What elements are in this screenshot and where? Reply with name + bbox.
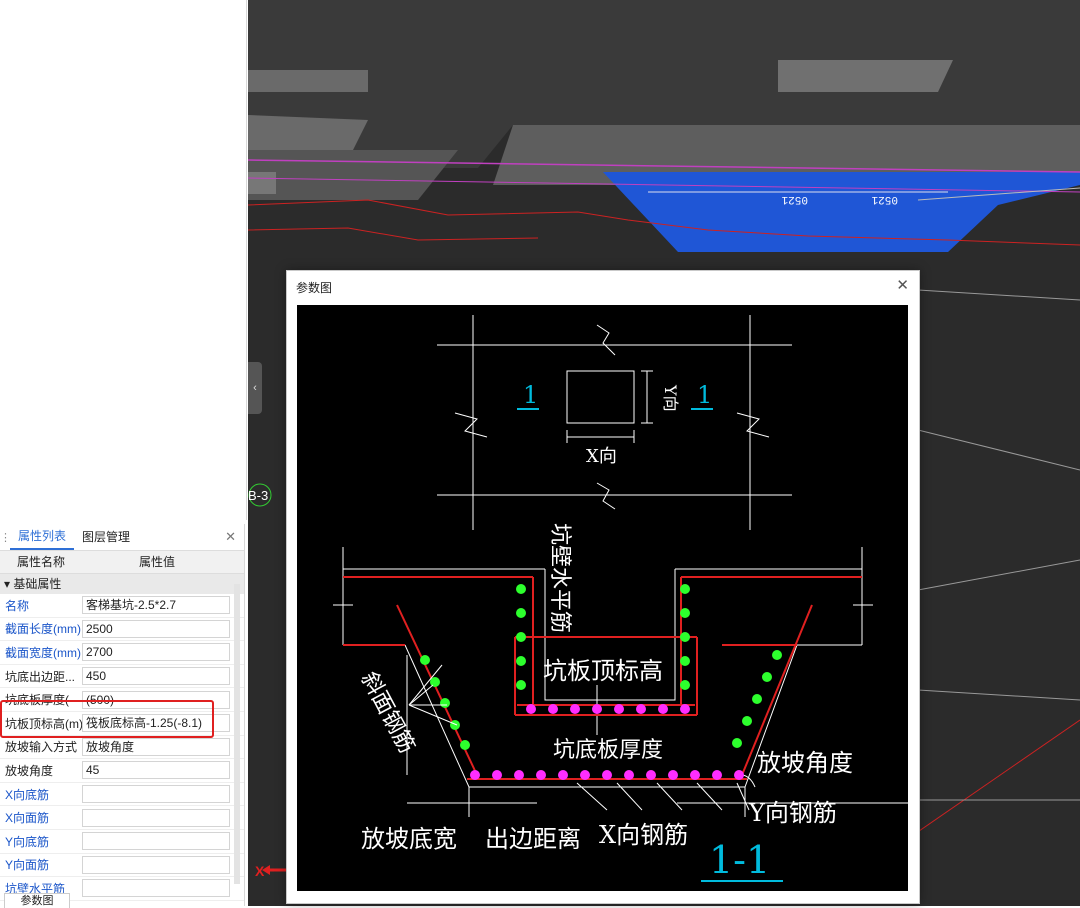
- property-name: 截面长度(mm): [5, 622, 81, 637]
- viewport-scene: 0521 0521 B-3 X: [248, 0, 1080, 881]
- slope-width-label: 放坡底宽: [361, 825, 457, 853]
- property-row: 坑底出边距... 450: [0, 665, 244, 689]
- dim-text-2: 0521: [871, 193, 898, 205]
- property-value-field[interactable]: [82, 808, 230, 827]
- property-name: X向面筋: [5, 811, 50, 826]
- edge-distance-label: 出边距离: [485, 825, 581, 853]
- section-mark-left: 1: [523, 381, 538, 409]
- property-value-field[interactable]: [82, 832, 230, 851]
- close-icon[interactable]: ✕: [225, 529, 236, 544]
- collapse-panel-button[interactable]: ‹: [248, 362, 262, 414]
- property-name: 名称: [5, 598, 30, 613]
- group-basic-properties[interactable]: ▾ 基础属性: [0, 574, 244, 594]
- property-rows: 名称 客梯基坑-2.5*2.7 截面长度(mm)2500 截面宽度(mm)2700…: [0, 594, 244, 901]
- chevron-left-icon: ‹: [253, 382, 257, 394]
- property-row: Y向面筋: [0, 854, 244, 878]
- property-row: X向底筋: [0, 783, 244, 807]
- property-value-field[interactable]: [82, 879, 230, 898]
- dialog-title: 参数图: [296, 281, 333, 295]
- y-rebar-label: Y向钢筋: [748, 799, 837, 827]
- tab-property-list[interactable]: 属性列表: [10, 524, 75, 550]
- tab-layer-management[interactable]: 图层管理: [82, 530, 131, 544]
- section-mark-right: 1: [697, 381, 712, 409]
- x-direction-label: X向: [586, 446, 617, 467]
- property-name: 放坡角度: [5, 763, 54, 778]
- property-row: Y向底筋: [0, 830, 244, 854]
- column-name-header: 属性名称: [16, 555, 65, 569]
- property-name: 截面宽度(mm): [5, 645, 81, 660]
- dim-text-1: 0521: [781, 193, 808, 205]
- highlight-box: [0, 700, 214, 738]
- property-value-field[interactable]: 2500: [82, 619, 230, 638]
- group-label: 基础属性: [13, 577, 62, 591]
- diagram-canvas: 1 1 Y向 X向: [297, 305, 908, 891]
- property-value-field[interactable]: 2700: [82, 643, 230, 662]
- property-row: 坑板顶标高(m)筏板底标高-1.25(-8.1): [0, 712, 244, 736]
- properties-panel: ⋮ 属性列表 图层管理 ✕ 属性名称 属性值 ▾ 基础属性 名称 客梯基坑-2.5…: [0, 524, 245, 906]
- property-value-field[interactable]: [82, 785, 230, 804]
- property-row: 坑壁水平筋: [0, 877, 244, 901]
- close-icon[interactable]: ✕: [896, 277, 909, 294]
- property-value-field[interactable]: 客梯基坑-2.5*2.7: [82, 596, 230, 615]
- y-direction-label: Y向: [661, 384, 680, 412]
- property-name: 坑底出边距...: [5, 669, 76, 684]
- property-value-field[interactable]: 45: [82, 761, 230, 780]
- property-row: 放坡输入方式放坡角度: [0, 736, 244, 760]
- property-value-field[interactable]: 450: [82, 667, 230, 686]
- property-name: X向底筋: [5, 787, 50, 802]
- property-row: 截面长度(mm)2500: [0, 618, 244, 642]
- slope-rebar-label: 斜面钢筋: [356, 668, 419, 757]
- property-row: 坑底板厚度((500): [0, 688, 244, 712]
- property-name: 放坡输入方式: [5, 740, 78, 755]
- panel-scrollbar[interactable]: [234, 584, 240, 884]
- property-name: Y向底筋: [5, 834, 50, 849]
- panel-tabs: ⋮ 属性列表 图层管理 ✕: [0, 524, 244, 551]
- section-title: 1-1: [709, 838, 770, 882]
- property-table-header: 属性名称 属性值: [0, 551, 244, 574]
- property-row: 截面宽度(mm)2700: [0, 641, 244, 665]
- pit-section-diagram: 1 1 Y向 X向: [333, 315, 908, 882]
- property-row: 名称 客梯基坑-2.5*2.7: [0, 594, 244, 618]
- tab-parameter-diagram[interactable]: 参数图: [4, 893, 70, 908]
- property-value-field[interactable]: [82, 855, 230, 874]
- property-value-field[interactable]: 放坡角度: [82, 737, 230, 756]
- bottom-thickness-label: 坑底板厚度: [553, 738, 663, 763]
- property-name: 坑壁水平筋: [5, 881, 66, 896]
- slope-angle-label: 放坡角度: [757, 749, 853, 777]
- drag-grip-icon[interactable]: ⋮: [0, 531, 11, 544]
- property-value-field[interactable]: (500): [82, 690, 230, 709]
- x-axis-label: X: [255, 863, 265, 879]
- x-rebar-label: X向钢筋: [599, 821, 688, 849]
- property-row: 放坡角度 45: [0, 759, 244, 783]
- wall-rebar-label: 坑壁水平筋: [547, 523, 572, 633]
- property-name: 坑板顶标高(m): [5, 716, 82, 731]
- column-value-header: 属性值: [138, 555, 175, 569]
- property-value-field[interactable]: 筏板底标高-1.25(-8.1): [82, 714, 230, 733]
- property-name: Y向面筋: [5, 858, 50, 873]
- axis-label: B-3: [248, 488, 268, 503]
- left-panel-blank: [0, 0, 247, 520]
- parameter-diagram-dialog: 参数图 ✕ 1 1: [286, 270, 920, 904]
- property-row: X向面筋: [0, 806, 244, 830]
- top-elevation-label: 坑板顶标高: [543, 657, 663, 685]
